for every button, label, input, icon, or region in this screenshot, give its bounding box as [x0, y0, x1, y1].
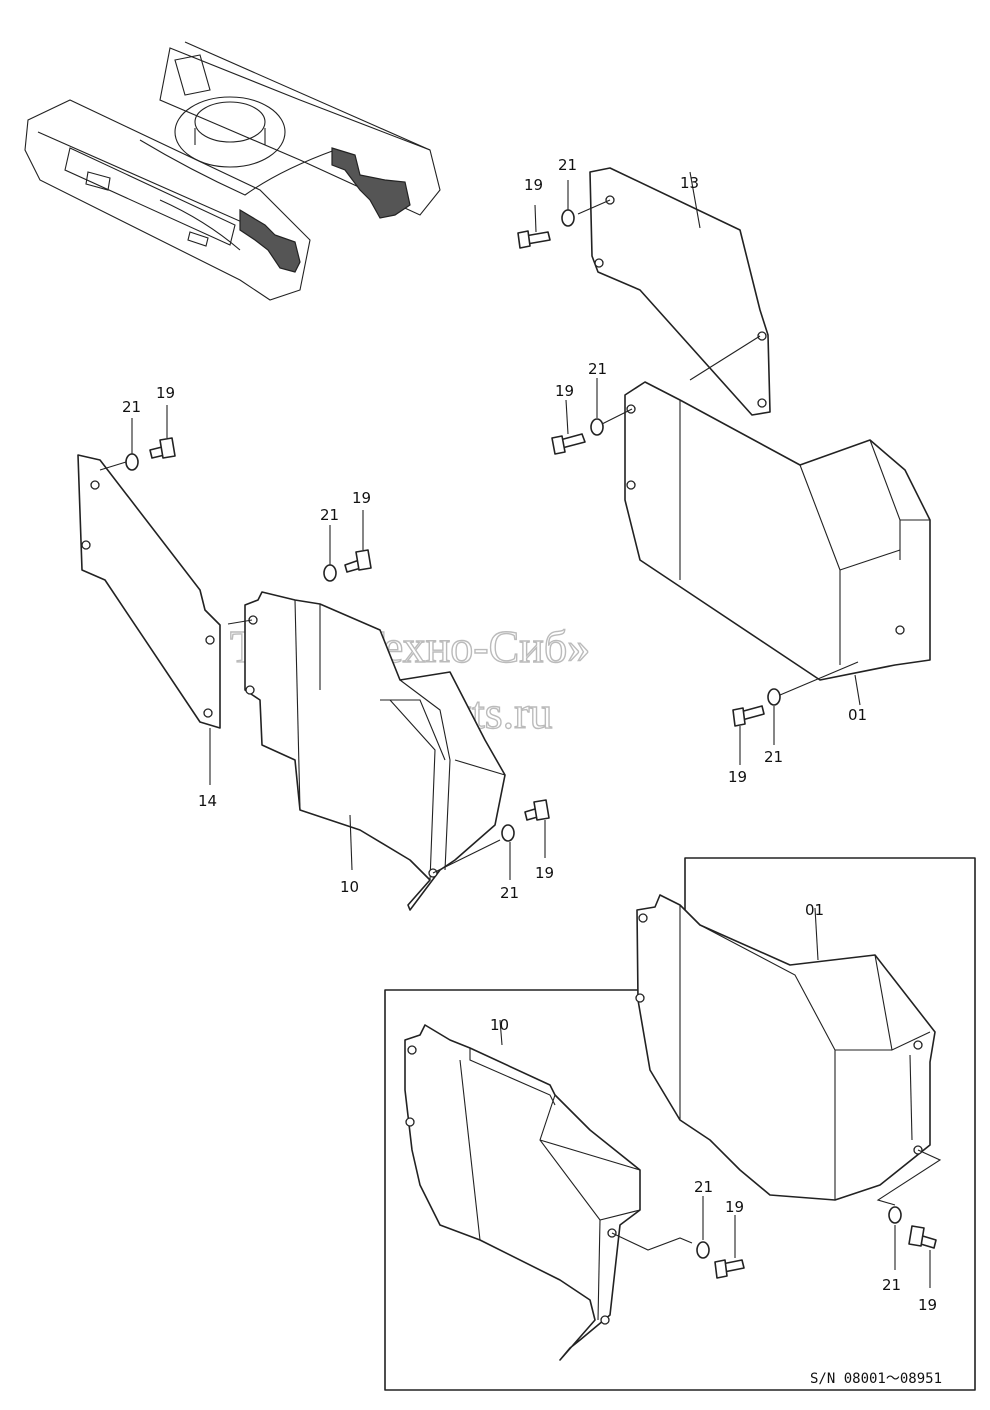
washer-21-a: [561, 209, 575, 227]
label-19-h: 19: [918, 1296, 937, 1314]
label-21-f: 21: [500, 884, 519, 902]
label-01-a: 01: [848, 706, 867, 724]
bolt-19-g: [714, 1215, 745, 1279]
label-19-c: 19: [156, 384, 175, 402]
part-13-cover-plate: [577, 167, 771, 416]
washer-21-b: [590, 418, 604, 436]
label-19-e: 19: [728, 768, 747, 786]
label-13: 13: [680, 174, 699, 192]
part-01-cover: [599, 381, 931, 696]
label-21-g: 21: [694, 1178, 713, 1196]
inset-part-10-cover: [404, 1019, 693, 1361]
undercarriage-overview: [24, 41, 441, 301]
bolt-19-f: [524, 799, 550, 858]
bolt-19-b: [551, 399, 586, 455]
label-21-d: 21: [320, 506, 339, 524]
label-21-a: 21: [558, 156, 577, 174]
label-19-g: 19: [725, 1198, 744, 1216]
part-10-cover: [227, 591, 506, 911]
washer-21-d: [323, 564, 337, 582]
washer-21-e: [767, 688, 781, 706]
washer-21-c: [125, 453, 139, 471]
label-21-e: 21: [764, 748, 783, 766]
washer-21-f: [501, 824, 515, 842]
part-14-cover-plate: [77, 454, 221, 785]
bolt-19-d: [344, 510, 372, 573]
label-10-a: 10: [340, 878, 359, 896]
label-19-d: 19: [352, 489, 371, 507]
inset-part-01-cover: [635, 894, 942, 1206]
label-21-h: 21: [882, 1276, 901, 1294]
label-19-f: 19: [535, 864, 554, 882]
label-19-b: 19: [555, 382, 574, 400]
label-19-a: 19: [524, 176, 543, 194]
label-01-b: 01: [805, 901, 824, 919]
serial-number: S/N 08001～08951: [810, 1371, 942, 1387]
washer-21-g: [696, 1241, 710, 1259]
label-14: 14: [198, 792, 217, 810]
bolt-19-h: [908, 1225, 937, 1288]
bolt-19-a: [517, 204, 551, 249]
label-10-b: 10: [490, 1016, 509, 1034]
label-21-b: 21: [588, 360, 607, 378]
bolt-19-c: [149, 405, 176, 459]
washer-21-h: [888, 1206, 902, 1224]
label-21-c: 21: [122, 398, 141, 416]
bolt-19-e: [732, 705, 765, 765]
